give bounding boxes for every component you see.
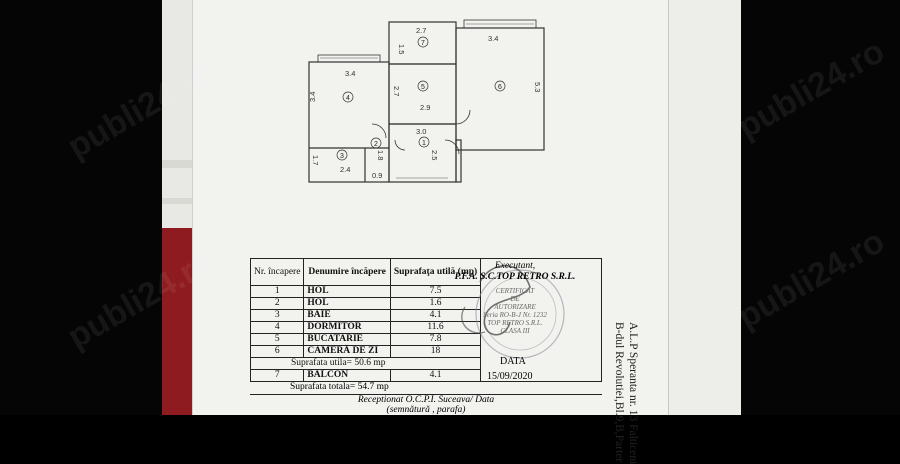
row-name: DORMITOR xyxy=(303,321,391,334)
dim-label: 2.7 xyxy=(392,86,401,96)
signature-line: (semnătură , parafa) xyxy=(386,405,466,415)
executant-title: Executant, xyxy=(494,261,536,271)
useful-total: Suprafata utila= 50.6 mp xyxy=(249,357,482,370)
dim-label: 3.4 xyxy=(345,69,355,78)
room-area-table: Nr. încapere Denumire încăpere Suprafaţa… xyxy=(249,258,602,382)
stamp-text: CERTIFICAT DE AUTORIZARE Seria RO-B-J Nr… xyxy=(430,287,600,335)
executant-block: Executant, P.F.A. S.C.TOP RETRO S.R.L. C… xyxy=(430,261,600,335)
table-row: 6 CAMERĂ DE ZI 18 xyxy=(249,345,602,358)
table-row: 2 HOL 1.6 xyxy=(249,297,602,310)
row-name: HOL xyxy=(303,285,391,298)
date-label: DATA xyxy=(500,356,526,367)
stamp-line: Seria RO-B-J Nr. 1232 xyxy=(483,311,547,319)
table-row: 5 BUCATARIE 7.8 xyxy=(249,333,602,346)
dim-label: 1.5 xyxy=(397,44,406,54)
stamp-line: AUTORIZARE xyxy=(494,303,536,311)
dim-label: 3.4 xyxy=(488,34,498,43)
executant-company: P.F.A. S.C.TOP RETRO S.R.L. xyxy=(454,272,576,282)
reception-line: Receptionat O.C.P.I. Suceava/ Data xyxy=(250,394,602,405)
row-name: BALCON xyxy=(303,369,391,382)
wall-left-block xyxy=(308,61,390,183)
dim-label: 2.5 xyxy=(430,150,439,160)
dim-label: 3.0 xyxy=(416,127,426,136)
dim-label: 2.4 xyxy=(340,165,350,174)
row-name: CAMERĂ DE ZI xyxy=(303,345,391,358)
paper-right-margin xyxy=(668,0,741,415)
room-number: 5 xyxy=(421,84,425,91)
stamp-line: TOP RETRO S.R.L. xyxy=(487,319,543,327)
company-stamp xyxy=(461,264,565,359)
stamp-line: DE xyxy=(510,295,520,303)
row-nr: 5 xyxy=(249,333,305,346)
grand-total-text: Suprafata totala= 54.7 mp xyxy=(290,382,389,392)
stamp-line: CLASA III xyxy=(500,327,530,335)
dim-label: 3.4 xyxy=(308,92,317,102)
floor-plan: 3.4 2.7 1.5 3.4 5.3 3.4 2.7 2.9 3.0 1.8 … xyxy=(308,19,545,183)
red-folder-edge xyxy=(162,228,192,415)
row-nr: 4 xyxy=(249,321,305,334)
header-nr: Nr. încapere xyxy=(249,258,305,286)
row-nr: 2 xyxy=(249,297,305,310)
row-nr: 7 xyxy=(249,369,305,382)
dim-label: 0.9 xyxy=(372,171,382,180)
room-number: 3 xyxy=(340,153,344,160)
paper-fold xyxy=(162,160,192,168)
room-number: 2 xyxy=(374,141,378,148)
dim-label: 1.7 xyxy=(311,155,320,165)
room-number: 6 xyxy=(498,84,502,91)
header-area: Suprafaţa utilă (mp) xyxy=(389,258,482,286)
grand-total: Suprafata totala= 54.7 mp xyxy=(250,382,602,392)
table-row: 1 HOL 7.5 xyxy=(249,285,602,298)
dim-label: 1.8 xyxy=(376,150,385,160)
room-number: 4 xyxy=(346,95,350,102)
dim-label: 2.7 xyxy=(416,26,426,35)
dim-label: 2.9 xyxy=(420,103,430,112)
header-name: Denumire încăpere xyxy=(303,258,391,286)
date-value: 15/09/2020 xyxy=(487,371,533,382)
row-name: BAIE xyxy=(303,309,391,322)
table-row: 7 BALCON 4.1 xyxy=(249,369,602,382)
row-area: 4.1 xyxy=(389,369,482,382)
paper-fold xyxy=(162,198,192,204)
stamp-line: CERTIFICAT xyxy=(495,287,535,295)
dim-label: 5.3 xyxy=(533,82,542,92)
row-name: HOL xyxy=(303,297,391,310)
room-number: 7 xyxy=(421,40,425,47)
executant-cell xyxy=(480,258,602,382)
row-nr: 1 xyxy=(249,285,305,298)
row-nr: 3 xyxy=(249,309,305,322)
row-nr: 6 xyxy=(249,345,305,358)
room-number: 1 xyxy=(422,140,426,147)
row-name: BUCATARIE xyxy=(303,333,391,346)
table-header-row: Nr. încapere Denumire încăpere Suprafaţa… xyxy=(249,258,602,382)
